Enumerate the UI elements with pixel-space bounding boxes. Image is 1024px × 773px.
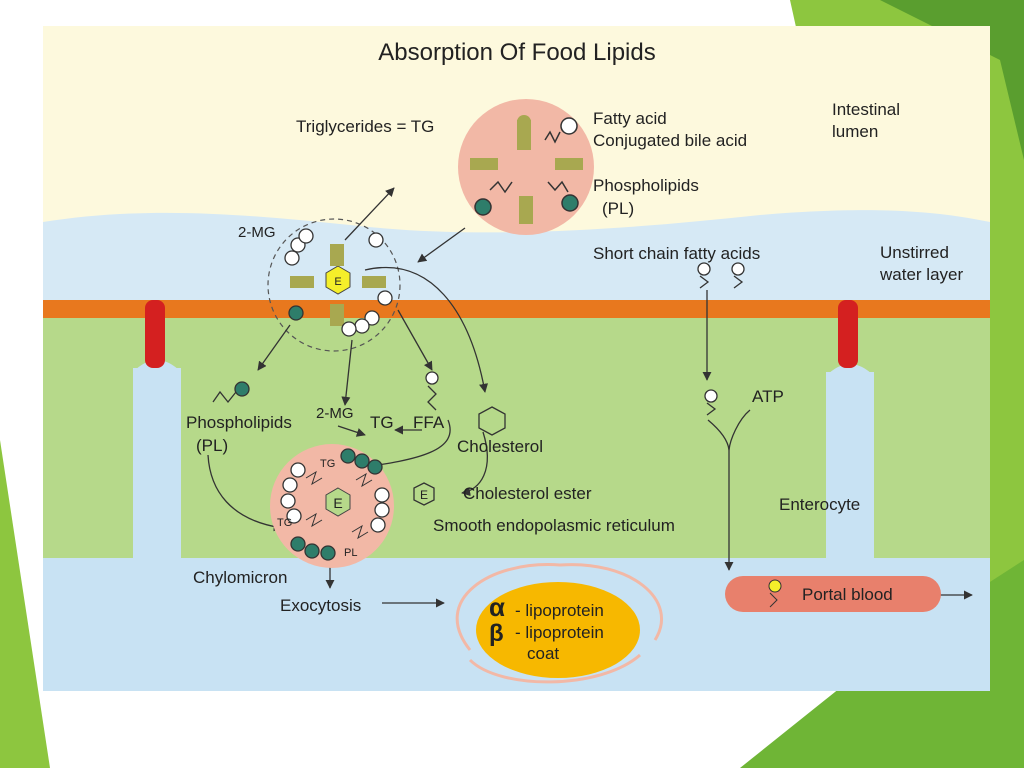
pl-chylo: PL (344, 547, 357, 559)
lipoprotein-coat (455, 563, 663, 684)
label-tg-mid: TG (370, 413, 394, 432)
left-villus-cap (145, 300, 165, 368)
e-chylo-label: E (333, 495, 342, 511)
label-enterocyte: Enterocyte (779, 495, 860, 514)
label-intestinal: Intestinal (832, 100, 900, 119)
e-ester-label: E (420, 488, 428, 502)
label-coat: coat (527, 644, 559, 663)
e-center-label: E (334, 276, 341, 288)
label-2mg-mid: 2-MG (316, 405, 354, 422)
alpha-symbol: α (489, 592, 505, 622)
label-pl-top: (PL) (602, 199, 634, 218)
label-cholesterol: Cholesterol (457, 437, 543, 456)
unstirred-water-layer (43, 210, 990, 300)
micelle (458, 99, 594, 235)
label-water-layer: water layer (879, 265, 963, 284)
label-conjugated-bile-acid: Conjugated bile acid (593, 131, 747, 150)
label-portal-blood: Portal blood (802, 585, 893, 604)
label-beta-lipoprotein: - lipoprotein (515, 623, 604, 642)
label-phospholipids-mid: Phospholipids (186, 413, 292, 432)
arrows (207, 187, 973, 608)
chylomicron: E TG TG PL (270, 444, 394, 568)
membrane-entry-complex: E (267, 218, 401, 352)
label-triglycerides: Triglycerides = TG (296, 117, 434, 136)
label-exocytosis: Exocytosis (280, 596, 361, 615)
label-alpha-lipoprotein: - lipoprotein (515, 601, 604, 620)
label-unstirred: Unstirred (880, 243, 949, 262)
right-capillary (826, 372, 874, 560)
molecules (212, 262, 745, 506)
label-lumen: lumen (832, 122, 878, 141)
label-ffa: FFA (413, 413, 445, 432)
label-2mg-top: 2-MG (238, 224, 276, 241)
tg-chylo-1: TG (320, 458, 335, 470)
label-smooth-er: Smooth endopolasmic reticulum (433, 516, 675, 535)
beta-symbol: β (489, 620, 504, 647)
label-chylomicron: Chylomicron (193, 568, 287, 587)
page-title: Absorption Of Food Lipids (378, 39, 656, 66)
labels: Triglycerides = TG Fatty acid Conjugated… (186, 100, 963, 663)
label-fatty-acid: Fatty acid (593, 109, 667, 128)
label-pl-mid: (PL) (196, 436, 228, 455)
label-short-chain: Short chain fatty acids (593, 244, 760, 263)
portal-vessel (725, 576, 941, 612)
label-atp: ATP (752, 387, 784, 406)
lipoprotein-ellipse (476, 582, 640, 678)
tg-chylo-2: TG (277, 517, 292, 529)
right-villus-cap (838, 300, 858, 368)
brush-border-membrane (43, 300, 990, 318)
label-phospholipids-top: Phospholipids (593, 176, 699, 195)
left-capillary (133, 368, 181, 560)
label-cholesterol-ester: Cholesterol ester (463, 484, 592, 503)
